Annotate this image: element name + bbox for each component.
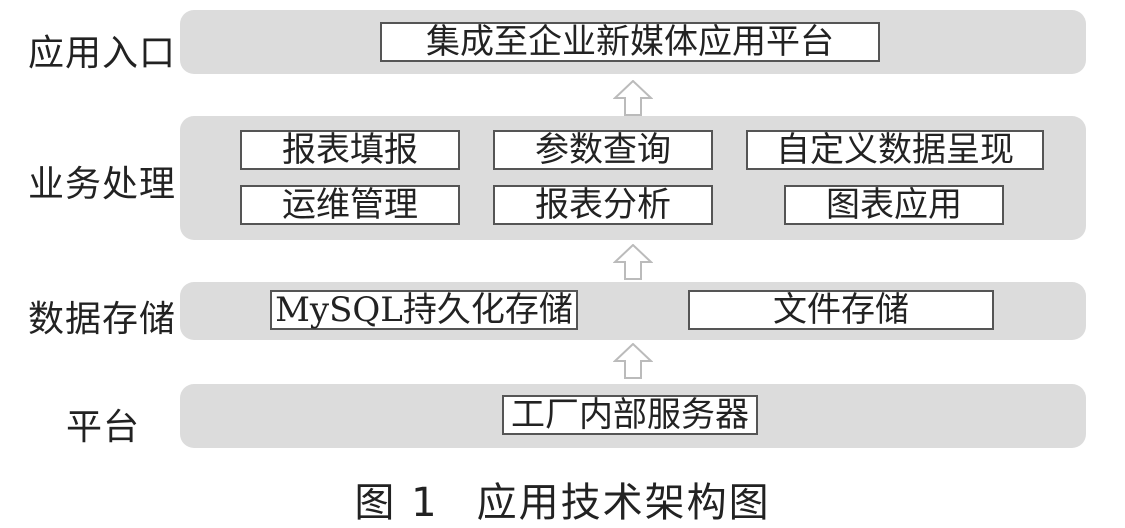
up-arrow-icon [613,343,653,379]
layer-label-platform: 平台 [66,407,141,448]
up-arrow-icon [613,244,653,280]
box-file-storage: 文件存储 [688,290,994,330]
box-custom-data-display: 自定义数据呈现 [746,130,1044,170]
figure-number: 图 1 [354,480,439,526]
layer-label-business: 业务处理 [28,164,177,205]
layer-label-app-entry: 应用入口 [28,33,177,74]
box-ops-management: 运维管理 [240,185,460,225]
box-enterprise-media-platform: 集成至企业新媒体应用平台 [380,22,880,62]
layer-label-storage: 数据存储 [28,299,177,340]
layer-band-platform: 工厂内部服务器 [180,384,1086,448]
box-factory-internal-server: 工厂内部服务器 [502,395,758,435]
figure-title: 应用技术架构图 [476,480,771,526]
box-chart-application: 图表应用 [784,185,1004,225]
layer-band-business: 报表填报 参数查询 自定义数据呈现 运维管理 报表分析 图表应用 [180,116,1086,240]
box-report-analysis: 报表分析 [493,185,713,225]
box-report-filling: 报表填报 [240,130,460,170]
box-parameter-query: 参数查询 [493,130,713,170]
layer-band-storage: MySQL持久化存储 文件存储 [180,282,1086,340]
layer-band-app-entry: 集成至企业新媒体应用平台 [180,10,1086,74]
up-arrow-icon [613,80,653,116]
figure-caption: 图 1 应用技术架构图 [0,470,1125,528]
box-mysql-storage: MySQL持久化存储 [270,290,578,330]
